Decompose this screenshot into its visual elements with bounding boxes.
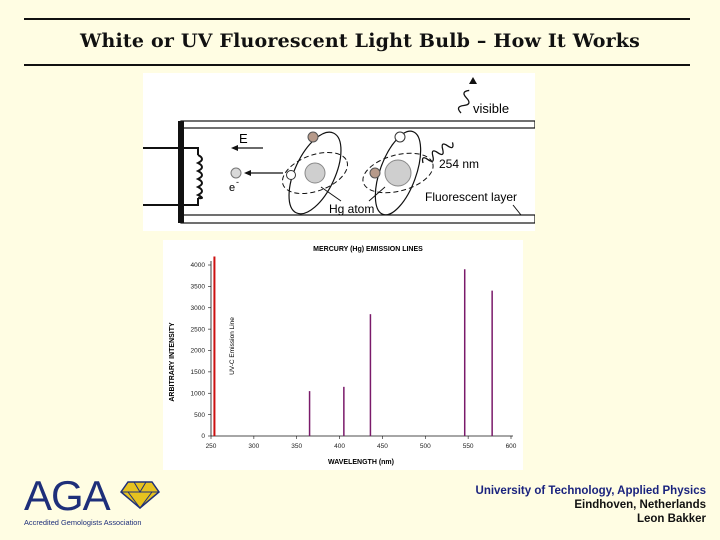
title-rule-top (24, 18, 690, 20)
chart-ylabel: ARBITRARY INTENSITY (169, 322, 176, 402)
atom1-nucleus (304, 162, 326, 184)
label-electron: e (229, 182, 235, 194)
y-tick-label: 1500 (191, 369, 206, 376)
x-tick-label: 350 (291, 443, 302, 450)
electron-arrowhead (244, 170, 251, 176)
y-tick-label: 0 (201, 433, 205, 440)
atom1-orbit-dashed (281, 151, 349, 195)
label-visible: visible (473, 101, 509, 116)
credit-institution: University of Technology, Applied Physic… (475, 485, 706, 497)
credits: University of Technology, Applied Physic… (476, 484, 706, 526)
atom2-electron (369, 167, 381, 179)
y-tick-label: 3000 (191, 305, 206, 312)
y-tick-label: 2500 (191, 326, 206, 333)
title-rule-bottom (24, 64, 690, 66)
layer-arrow (512, 204, 522, 216)
credit-author: Leon Bakker (636, 513, 706, 525)
x-tick-label: 300 (248, 443, 259, 450)
atom1-orbit (288, 131, 342, 215)
atom2-electron-empty (394, 131, 406, 143)
aga-logo: AGA Accredited Gemologists Association (24, 472, 161, 527)
x-tick-label: 250 (206, 443, 217, 450)
label-fluorescent-layer: Fluorescent layer (425, 190, 517, 204)
label-electron-sup: - (236, 177, 239, 187)
visible-wave (457, 89, 470, 114)
electron (230, 167, 242, 179)
atom1-electron (307, 131, 319, 143)
atom1-electron-empty (286, 170, 296, 180)
chart-axes: 250 300 350 400 450 500 550 600 0 500 1000 1500 2000… (191, 261, 517, 450)
chart-marks (213, 256, 493, 436)
tube-wall-bottom (180, 214, 535, 224)
visible-arrowhead (469, 77, 477, 84)
chart-annotation: UV-C Emission Line (229, 317, 236, 375)
x-tick-label: 400 (334, 443, 345, 450)
x-tick-label: 550 (463, 443, 474, 450)
hg-arrow-right (368, 186, 386, 202)
x-tick-label: 600 (506, 443, 517, 450)
page-title: White or UV Fluorescent Light Bulb – How… (79, 30, 641, 52)
fluorescent-tube-diagram: E e - 254 nm visible Hg atom Fluorescent… (143, 73, 535, 231)
credit-location: Eindhoven, Netherlands (574, 499, 706, 511)
hg-arrow-left (320, 186, 342, 202)
y-tick-label: 3500 (191, 284, 206, 291)
y-tick-label: 1000 (191, 390, 206, 397)
label-hg-atom: Hg atom (329, 202, 374, 216)
emission-chart: MERCURY (Hg) EMISSION LINES WAVELENGTH (… (163, 240, 523, 470)
chart-title: MERCURY (Hg) EMISSION LINES (313, 246, 423, 253)
label-e-field: E (239, 131, 248, 146)
label-254nm: 254 nm (439, 157, 479, 171)
logo-caption: Accredited Gemologists Association (24, 518, 142, 527)
gem-icon (119, 481, 161, 509)
electrode (143, 147, 203, 206)
e-arrowhead (231, 145, 238, 151)
atom2-nucleus (384, 159, 412, 187)
x-tick-label: 450 (377, 443, 388, 450)
logo-letters: AGA (24, 472, 111, 519)
tube-wall-top (180, 120, 535, 129)
y-tick-label: 2000 (191, 348, 206, 355)
x-tick-label: 500 (420, 443, 431, 450)
y-tick-label: 500 (194, 412, 205, 419)
y-tick-label: 4000 (191, 262, 206, 269)
atom2-orbit (374, 130, 422, 216)
chart-xlabel: WAVELENGTH (nm) (328, 459, 394, 466)
uv-wave (421, 142, 454, 164)
